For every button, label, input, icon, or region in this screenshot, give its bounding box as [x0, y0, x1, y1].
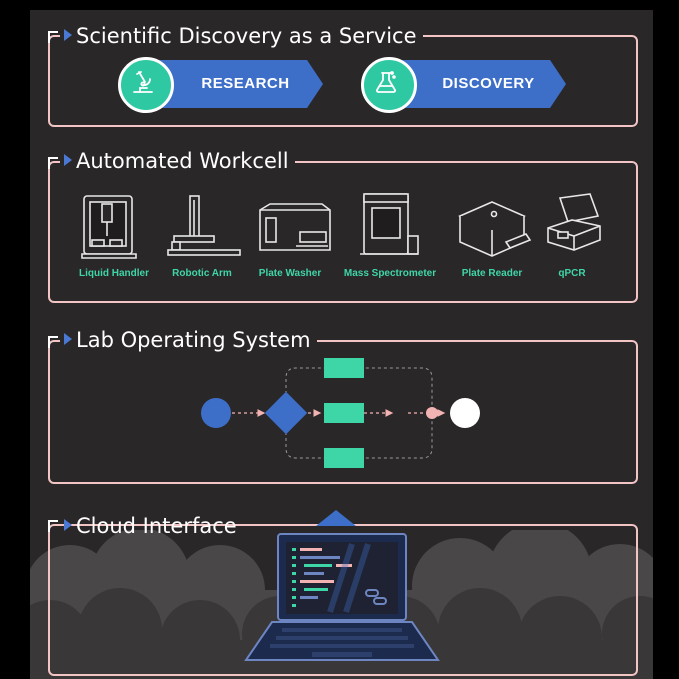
section-triangle-icon	[64, 333, 72, 345]
cloud-section-title-text: Cloud Interface	[76, 514, 237, 538]
task-node-top	[324, 358, 364, 378]
branch-bottom	[285, 418, 433, 459]
workcell-section-bracket	[48, 157, 58, 169]
workcell-section-title: Automated Workcell	[60, 149, 295, 173]
plate-reader-icon	[458, 201, 532, 257]
laptop-screen	[286, 542, 398, 614]
discovery-section-bracket	[48, 31, 58, 43]
task-node-bottom	[324, 448, 364, 468]
los-section-box	[48, 340, 638, 484]
section-triangle-icon	[64, 154, 72, 166]
discovery-icon-circle	[361, 57, 417, 113]
mass-spectrometer-label: Mass Spectrometer	[343, 268, 437, 279]
screen-glare	[327, 543, 371, 613]
start-node	[201, 398, 231, 428]
discovery-section-title: Scientific Discovery as a Service	[60, 24, 423, 48]
microscope-icon	[133, 71, 153, 93]
discovery-section-title-text: Scientific Discovery as a Service	[76, 24, 417, 48]
mass-spectrometer-icon	[360, 193, 419, 255]
plate-washer-icon	[259, 203, 331, 251]
liquid-handler-icon	[81, 195, 137, 259]
research-icon-circle	[118, 57, 174, 113]
qpcr-label: qPCR	[558, 268, 586, 279]
discovery-step: DISCOVERY	[361, 57, 568, 113]
section-triangle-icon	[64, 519, 72, 531]
workcell-section-title-text: Automated Workcell	[76, 149, 289, 173]
los-section-title: Lab Operating System	[60, 328, 317, 352]
research-arrow-shape	[140, 60, 323, 108]
robotic-arm-icon	[167, 195, 241, 256]
merge-node	[426, 407, 438, 419]
plate-reader-label: Plate Reader	[461, 268, 523, 279]
end-node	[450, 398, 480, 428]
task-node-middle	[324, 403, 364, 423]
qpcr-icon	[547, 193, 601, 251]
link-logo-icon	[365, 589, 387, 605]
los-section-bracket	[48, 336, 58, 348]
discovery-arrow-shape	[383, 60, 566, 108]
plate-washer-label: Plate Washer	[258, 268, 322, 279]
laptop-trackpad	[312, 652, 372, 657]
discovery-label: DISCOVERY	[442, 75, 535, 92]
workflow-graph	[201, 358, 480, 468]
section-triangle-icon	[64, 29, 72, 41]
cloud-section-title: Cloud Interface	[60, 514, 243, 538]
robotic-arm-label: Robotic Arm	[172, 268, 232, 279]
research-label: RESEARCH	[201, 75, 290, 92]
cloud-background	[30, 530, 653, 679]
liquid-handler-label: Liquid Handler	[79, 268, 149, 279]
branch-top	[285, 367, 433, 408]
research-step: RESEARCH	[118, 57, 325, 113]
flask-icon	[376, 71, 396, 93]
los-section-title-text: Lab Operating System	[76, 328, 311, 352]
connector-triangle-icon	[316, 510, 356, 526]
laptop-icon	[244, 533, 440, 661]
laptop-keyboard	[270, 628, 414, 648]
code-lines	[292, 548, 352, 607]
diagram-canvas: Scientific Discovery as a Service RESEAR…	[30, 10, 653, 679]
workflow-branches	[285, 367, 433, 459]
decision-node	[264, 391, 308, 435]
cloud-section-bracket	[48, 520, 58, 532]
workcell-section-box	[48, 161, 638, 303]
